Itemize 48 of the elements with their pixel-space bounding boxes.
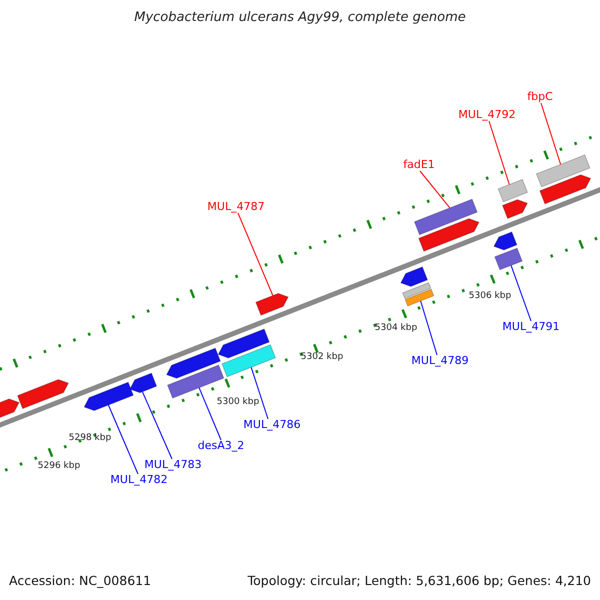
leader-line	[510, 264, 532, 322]
gene-label: MUL_4786	[243, 418, 301, 432]
scale-label: 5302 kbp	[300, 353, 344, 363]
gene-block	[400, 266, 428, 287]
gene-label: MUL_4782	[110, 474, 168, 486]
gene-label: desA3_2	[198, 440, 244, 452]
gene-block	[84, 382, 134, 412]
scale-label: 5296 kbp	[38, 462, 80, 472]
genome-stats-note: Topology: circular; Length: 5,631,606 bp; Genes: 4,210	[248, 574, 591, 588]
leader-line	[540, 102, 562, 165]
gene-label: MUL_4791	[502, 320, 560, 334]
gene-bar	[536, 154, 590, 188]
leader-line	[250, 366, 268, 420]
map-title: Mycobacterium ulcerans Agy99, complete genome	[134, 10, 466, 26]
gene-label: MUL_4789	[411, 354, 469, 368]
gene-bar	[221, 344, 276, 378]
gene-bar	[404, 288, 434, 307]
scale-label: 5306 kbp	[468, 292, 512, 302]
leader-line	[142, 391, 172, 460]
leader-line	[198, 387, 222, 440]
gene-block	[418, 218, 480, 252]
gene-label: fadE1	[403, 158, 435, 172]
gene-label: MUL_4792	[458, 108, 516, 122]
gene-block	[502, 199, 528, 220]
leader-line	[420, 300, 438, 356]
gene-block	[16, 379, 69, 410]
gene-label: MUL_4787	[207, 200, 265, 214]
gene-bar	[498, 178, 528, 202]
scale-label: 5300 kbp	[216, 398, 260, 408]
gene-block	[493, 231, 518, 250]
leader-line	[488, 120, 510, 185]
scale-label: 5304 kbp	[374, 324, 418, 334]
scale-label: 5298 kbp	[68, 434, 112, 444]
gene-bar	[414, 198, 478, 236]
leader-line	[238, 212, 274, 296]
gene-block	[166, 348, 221, 379]
gene-block	[218, 328, 270, 358]
leader-line	[420, 170, 450, 208]
gene-block	[255, 292, 289, 316]
gene-label: MUL_4783	[144, 458, 202, 472]
leader-line	[108, 404, 138, 474]
accession-note: Accession: NC_008611	[9, 574, 152, 588]
gene-bar	[166, 364, 224, 399]
gene-bar	[402, 282, 432, 300]
gene-bar	[494, 248, 523, 270]
gene-block	[129, 372, 158, 394]
gene-label: fbpC	[527, 90, 553, 104]
gene-block	[539, 174, 592, 204]
